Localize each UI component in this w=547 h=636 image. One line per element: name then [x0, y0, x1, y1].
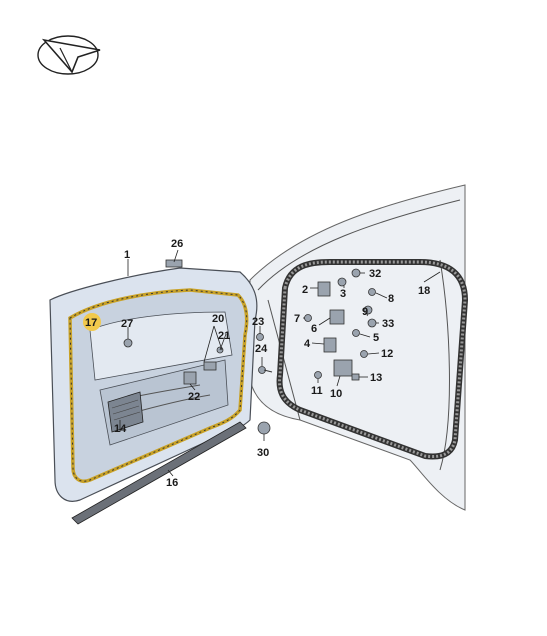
sill-strip: [71, 421, 247, 525]
callout-20: 20: [212, 313, 224, 325]
callout-9: 9: [362, 306, 368, 318]
callout-18: 18: [418, 285, 430, 297]
door-opening-seal: [276, 259, 469, 460]
callout-6: 6: [311, 323, 317, 335]
part-27: [123, 338, 133, 348]
callout-5: 5: [373, 332, 379, 344]
callout-13: 13: [370, 372, 382, 384]
callout-21: 21: [218, 330, 230, 342]
callout-11: 11: [311, 385, 323, 397]
vehicle-orientation-arrow-icon: [37, 35, 101, 75]
callout-labels: 1 26 17 27 20 21 22 23 24 14 30 16 2 3 3…: [85, 238, 430, 489]
callout-22: 22: [188, 391, 200, 403]
callout-12: 12: [381, 348, 393, 360]
callout-30: 30: [257, 447, 269, 459]
callout-17-highlight: [83, 313, 101, 331]
callout-2: 2: [302, 284, 308, 296]
callout-17: 17: [85, 317, 97, 329]
part-26: [165, 259, 183, 268]
callout-32: 32: [369, 268, 381, 280]
callout-14: 14: [114, 423, 127, 435]
callout-27: 27: [121, 318, 133, 330]
part-30: [257, 421, 271, 435]
callout-3: 3: [340, 288, 346, 300]
callout-7: 7: [294, 313, 300, 325]
fasteners-23-24: [256, 333, 273, 374]
callout-16: 16: [166, 477, 178, 489]
callout-8: 8: [388, 293, 394, 305]
callout-1: 1: [124, 249, 130, 261]
callout-4: 4: [304, 338, 311, 350]
callout-26: 26: [171, 238, 183, 250]
part-14: [107, 391, 144, 433]
callout-10: 10: [330, 388, 342, 400]
door-shell: [49, 267, 258, 502]
callout-23: 23: [252, 316, 264, 328]
callout-33: 33: [382, 318, 394, 330]
leader-lines: [119, 249, 441, 477]
hinge-parts: [304, 268, 377, 381]
callout-24: 24: [255, 343, 268, 355]
